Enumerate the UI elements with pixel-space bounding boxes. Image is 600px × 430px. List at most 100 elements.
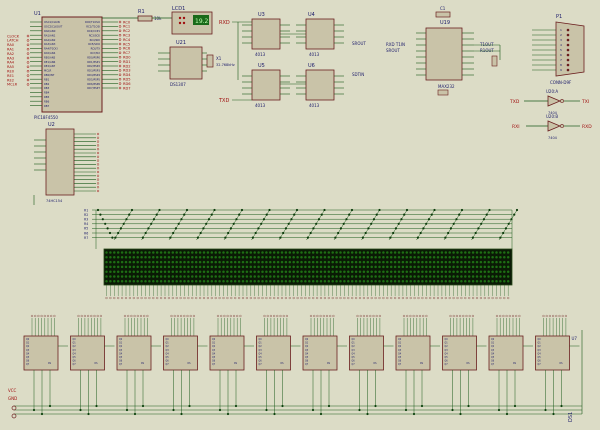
row-bus-junction [315, 222, 318, 225]
row-bus-junction [180, 218, 183, 221]
driver-pin-label: Q5 [398, 356, 402, 359]
matrix-dot [506, 256, 510, 259]
driver-output-pin [263, 314, 266, 318]
matrix-dot [124, 275, 128, 278]
matrix-dot [308, 251, 311, 254]
matrix-dot [440, 270, 444, 273]
matrix-dot [198, 275, 202, 278]
buffer-a[interactable]: U20:A TXD TXI 7404 [509, 89, 589, 115]
mcu-net-terminal [26, 52, 30, 55]
driver-output-pin [552, 314, 555, 318]
matrix-dot [347, 280, 350, 283]
latch-u6[interactable]: U6 4013 [305, 63, 335, 108]
matrix-dot [323, 270, 327, 273]
driver-output-pin [176, 314, 179, 318]
matrix-dot [183, 260, 186, 264]
matrix-dot [503, 270, 506, 273]
driver-pin-label: Q4 [491, 352, 495, 355]
matrix-col-pin [175, 296, 178, 300]
matrix-dot [323, 275, 327, 278]
mcu-pin-label: RD0/PSP0 [87, 55, 100, 59]
matrix-dot [448, 251, 451, 254]
matrix-dot [179, 251, 182, 254]
matrix-dot [436, 260, 440, 264]
mcu-body [41, 16, 103, 113]
matrix-dot [105, 270, 108, 273]
matrix-dot [171, 275, 175, 278]
matrix-dot [152, 280, 155, 283]
latch-u5[interactable]: U5 4013 [251, 63, 281, 108]
mcu-pin-label: RB6 [44, 99, 50, 103]
max232-chip[interactable]: U19 C1 MAX232 RXD T1IN SROUT T1OUT R1OUT [386, 6, 501, 96]
driver-pin-label: Q0 [352, 338, 356, 341]
matrix-dot [413, 265, 416, 269]
db9-pin-number: 2 [560, 33, 562, 37]
mcu-chip[interactable]: U1 PIC18F4550 OSC1/CLKINOSC2/CLKOUTRA0/A… [7, 11, 131, 120]
buffer-b[interactable]: U20:B RXI RXD 7404 [512, 114, 592, 140]
matrix-col-pin [475, 296, 479, 300]
matrix-dot [198, 265, 202, 269]
driver-output-pin [499, 314, 502, 318]
matrix-dot [233, 251, 237, 254]
matrix-dot [128, 260, 132, 264]
matrix-dot [506, 275, 510, 278]
matrix-dot [124, 251, 128, 254]
matrix-dot [304, 265, 307, 269]
matrix-dot [253, 260, 256, 264]
driver-output-pin [561, 314, 564, 318]
matrix-dot [296, 260, 299, 264]
lcd-module[interactable]: LCD1 19.2 [171, 6, 213, 35]
matrix-dot [475, 256, 479, 259]
driver-pin-label: Q4 [352, 352, 356, 355]
driver-body [535, 335, 570, 371]
resistor-r1[interactable]: R1 10k [102, 9, 172, 22]
row-bus-junction [144, 231, 147, 235]
matrix-dot [288, 260, 292, 264]
matrix-dot [257, 256, 260, 259]
mcu-net-terminal [118, 29, 122, 33]
matrix-dot [249, 260, 253, 264]
matrix-dot [491, 260, 494, 264]
matrix-dot [272, 275, 276, 278]
row-bus-junction [370, 222, 373, 225]
latch-u4[interactable]: U4 4013 [305, 12, 335, 57]
matrix-dot [245, 251, 249, 254]
matrix-dot [155, 265, 159, 269]
matrix-dot [491, 275, 494, 278]
matrix-dot [136, 275, 139, 278]
matrix-dot [198, 270, 202, 273]
mcu-net-label: CLOCK [7, 34, 20, 38]
driver-pin-label: Q7 [445, 363, 449, 366]
latch-u3[interactable]: U3 4013 [251, 12, 281, 57]
driver-output-pin [316, 314, 319, 318]
power-connector[interactable]: VCC GND DS1 [8, 388, 574, 422]
mcu-net-label: RD4 [123, 73, 131, 77]
resistor-body [137, 15, 153, 22]
mcu-net-label: RC6 [123, 47, 131, 51]
matrix-dot [386, 251, 389, 254]
decoder-chip[interactable]: U2 74HC154 [33, 122, 100, 205]
matrix-dot [132, 275, 136, 278]
matrix-dot [343, 260, 346, 264]
mcu-net-label: RC3 [123, 34, 130, 38]
matrix-dot [194, 256, 198, 259]
rtc-chip[interactable]: U21 DS1307 X1 32.768kHz [158, 40, 235, 87]
matrix-dot [339, 275, 342, 278]
power-terminal-2 [11, 413, 17, 419]
matrix-dot [452, 275, 455, 278]
decoder-pin-terminal [96, 159, 100, 162]
matrix-dot [276, 275, 280, 278]
